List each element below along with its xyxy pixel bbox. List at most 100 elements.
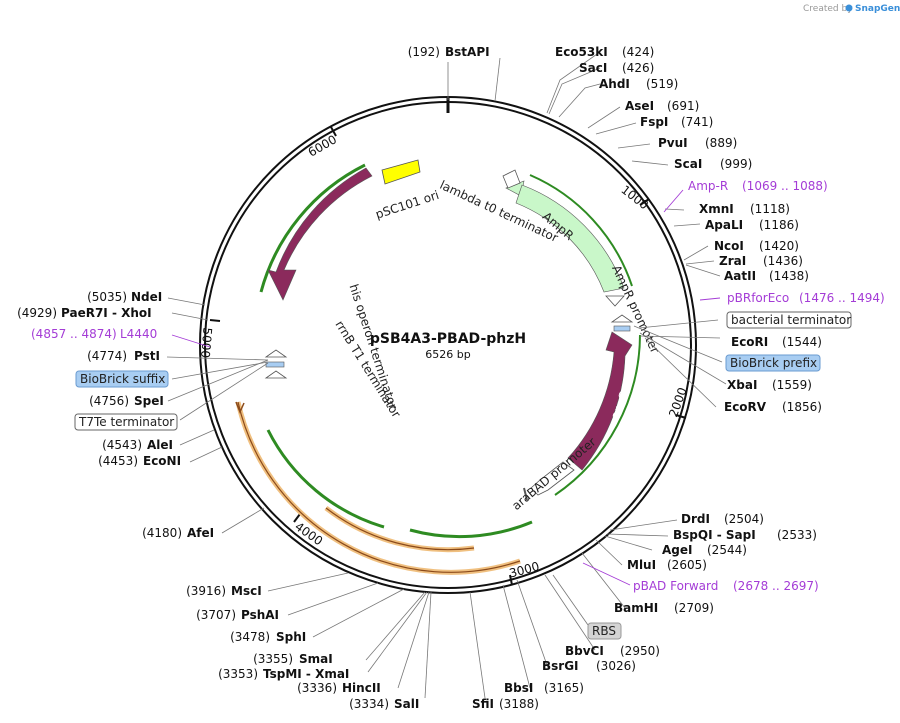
enzyme-name: BamHI bbox=[614, 601, 658, 615]
biobrick-suffix-box bbox=[75, 370, 169, 388]
ampr-promoter-marker bbox=[605, 295, 625, 307]
ampr-feature bbox=[515, 184, 625, 293]
enzyme-position: (3026) bbox=[596, 659, 636, 673]
primer-leaders bbox=[171, 189, 721, 586]
enzyme-name: FspI bbox=[640, 115, 668, 129]
enzyme-position: (4756) bbox=[89, 394, 129, 408]
enzyme-position: (519) bbox=[646, 77, 678, 91]
enzyme-position: (2533) bbox=[777, 528, 817, 542]
tick-mark bbox=[639, 198, 650, 206]
rbs-label: RBS bbox=[592, 624, 616, 638]
enzyme-name: BbvCI bbox=[565, 644, 604, 658]
enzyme-position: (2504) bbox=[724, 512, 764, 526]
enzyme-position: (1436) bbox=[763, 254, 803, 268]
enzyme-name: SfiI bbox=[472, 697, 494, 711]
enzyme-name: SacI bbox=[579, 61, 607, 75]
enzyme-name: MscI bbox=[231, 584, 262, 598]
enzyme-name: PshAI bbox=[241, 608, 279, 622]
enzyme-name: SalI bbox=[394, 697, 419, 711]
enzyme-name: PvuI bbox=[658, 136, 688, 150]
lambda-t0-marker bbox=[502, 169, 521, 189]
features: Rep101 araC bbox=[235, 159, 641, 575]
biobrick-suffix-feature bbox=[265, 361, 285, 368]
primer-range: (2678 .. 2697) bbox=[733, 579, 819, 593]
enzyme-name: BbsI bbox=[504, 681, 533, 695]
tick-mark bbox=[330, 126, 337, 137]
enzyme-position: (192) bbox=[408, 45, 440, 59]
primer-name: pBRforEco bbox=[727, 291, 789, 305]
enzyme-position: (3353) bbox=[218, 667, 258, 681]
enzyme-position: (1559) bbox=[772, 378, 812, 392]
enzyme-position: (2544) bbox=[707, 543, 747, 557]
bacterial-terminator-marker bbox=[610, 314, 634, 323]
enzyme-position: (3334) bbox=[349, 697, 389, 711]
enzyme-name: AseI bbox=[625, 99, 654, 113]
enzyme-name: AgeI bbox=[662, 543, 692, 557]
enzyme-position: (999) bbox=[720, 157, 752, 171]
enzyme-position: (1118) bbox=[750, 202, 790, 216]
enzyme-name: AatII bbox=[724, 269, 756, 283]
enzyme-name: EcoRI bbox=[731, 335, 768, 349]
enzyme-name: ZraI bbox=[719, 254, 746, 268]
enzyme-name: PstI bbox=[134, 349, 160, 363]
enzyme-position: (4543) bbox=[102, 438, 142, 452]
enzyme-position: (4180) bbox=[142, 526, 182, 540]
rbs-box bbox=[587, 622, 622, 640]
tick-label-1000: 1000 bbox=[618, 183, 651, 213]
primer-labels: Amp-R (1069 .. 1088) pBRforEco (1476 .. … bbox=[31, 179, 885, 593]
enzyme-position: (4929) bbox=[17, 306, 57, 320]
enzyme-position: (5035) bbox=[87, 290, 127, 304]
tick-mark bbox=[293, 513, 301, 523]
boxed-feature-labels: bacterial terminator BioBrick prefix Bio… bbox=[74, 311, 852, 640]
biobrick-prefix-box bbox=[725, 354, 821, 372]
plasmid-length: 6526 bp bbox=[425, 348, 470, 361]
enzyme-name: MluI bbox=[627, 558, 656, 572]
psc101-ori-feature bbox=[381, 159, 421, 185]
enzyme-name: XbaI bbox=[727, 378, 757, 392]
enzyme-name: BspQI - SapI bbox=[673, 528, 756, 542]
biobrick-prefix-feature bbox=[613, 325, 631, 332]
enzyme-name: AhdI bbox=[599, 77, 630, 91]
enzyme-name: AleI bbox=[147, 438, 173, 452]
enzyme-name: EcoRV bbox=[724, 400, 767, 414]
primer-range: (4857 .. 4874) bbox=[31, 327, 117, 341]
orf-green-bottom bbox=[409, 520, 533, 539]
enzyme-position: (3165) bbox=[544, 681, 584, 695]
enzyme-position: (2605) bbox=[667, 558, 707, 572]
enzyme-position: (2709) bbox=[674, 601, 714, 615]
primer-range: (1069 .. 1088) bbox=[742, 179, 828, 193]
orf-orange-outer bbox=[235, 401, 521, 575]
tick-label-5000: 5000 bbox=[198, 327, 215, 359]
enzyme-position: (1544) bbox=[782, 335, 822, 349]
rep101-feature bbox=[267, 167, 373, 301]
enzyme-position: (1438) bbox=[769, 269, 809, 283]
primer-name: L4440 bbox=[120, 327, 157, 341]
enzyme-name: SpeI bbox=[134, 394, 164, 408]
biobrick-prefix-label: BioBrick prefix bbox=[730, 356, 817, 370]
tick-mark bbox=[209, 319, 221, 322]
enzyme-position: (3707) bbox=[196, 608, 236, 622]
t7te-terminator-label: T7Te terminator bbox=[78, 415, 174, 429]
arabad-promoter-label: araBAD promoter bbox=[509, 435, 598, 513]
enzyme-name: HincII bbox=[342, 681, 381, 695]
enzyme-name: ApaLI bbox=[705, 218, 743, 232]
enzyme-position: (3355) bbox=[253, 652, 293, 666]
enzyme-position: (1856) bbox=[782, 400, 822, 414]
enzyme-position: (741) bbox=[681, 115, 713, 129]
arac-feature bbox=[567, 331, 633, 471]
enzyme-name: NdeI bbox=[131, 290, 162, 304]
credit-prefix: Created by bbox=[803, 4, 853, 14]
enzyme-name: SmaI bbox=[299, 652, 333, 666]
primer-name: pBAD Forward bbox=[633, 579, 718, 593]
tick-mark bbox=[509, 574, 513, 586]
rrnb-t1-terminator-marker bbox=[264, 370, 288, 379]
rep101-orf bbox=[259, 163, 366, 293]
bacterial-terminator-label: bacterial terminator bbox=[731, 313, 851, 327]
arabad-promoter-feature bbox=[530, 461, 575, 496]
bacterial-terminator-box bbox=[726, 311, 852, 329]
primer-range: (1476 .. 1494) bbox=[799, 291, 885, 305]
enzyme-position: (1186) bbox=[759, 218, 799, 232]
enzyme-name: Eco53kI bbox=[555, 45, 608, 59]
enzyme-position: (691) bbox=[667, 99, 699, 113]
enzyme-position: (3188) bbox=[499, 697, 539, 711]
